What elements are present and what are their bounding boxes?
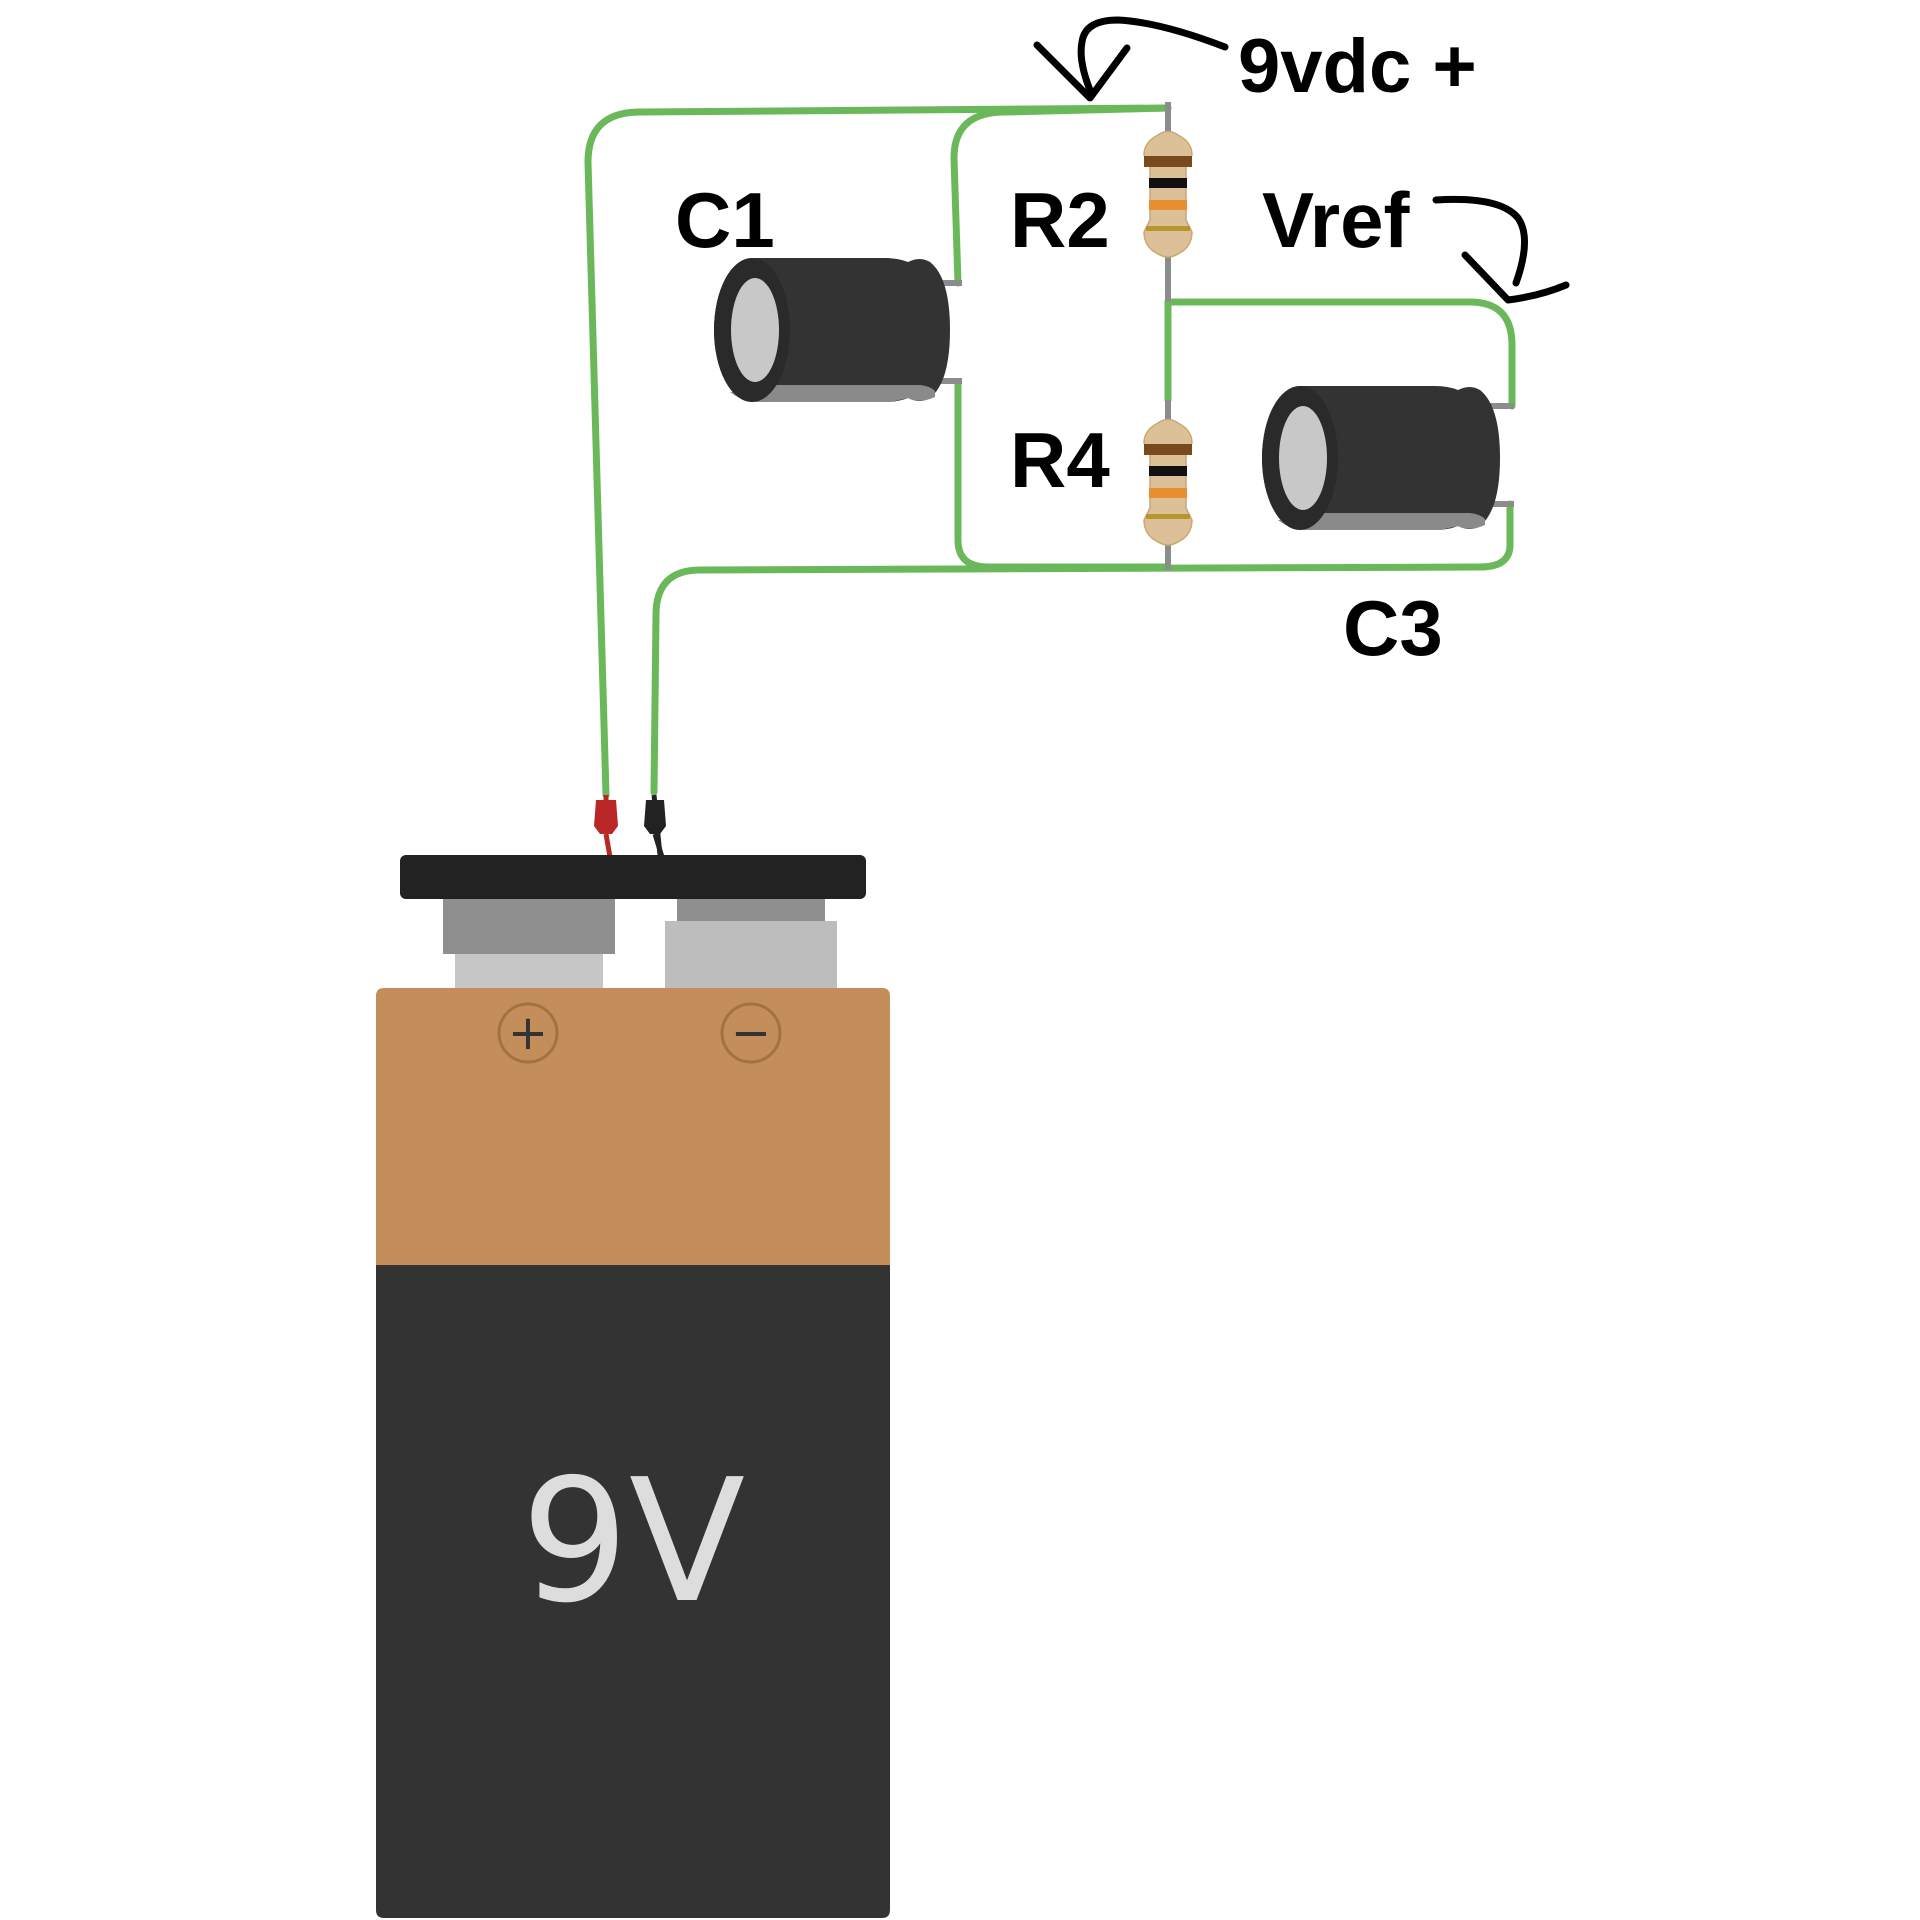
capacitor-c3 xyxy=(1262,386,1514,530)
battery-body xyxy=(376,1265,890,1918)
r2-band-2 xyxy=(1149,178,1187,188)
battery-minus-circle xyxy=(720,1002,782,1064)
c3-end-cap xyxy=(1279,406,1327,510)
label-r4: R4 xyxy=(1010,416,1110,504)
c1-stripe xyxy=(730,385,935,402)
vref-arrowhead-icon xyxy=(1461,251,1570,304)
r4-band-3 xyxy=(1149,488,1187,498)
c3-stripe xyxy=(1278,513,1485,530)
battery-lead-red-lower xyxy=(603,833,613,858)
r4-band-4 xyxy=(1146,514,1190,519)
battery-plus-circle xyxy=(497,1002,559,1064)
wire-battery-positive xyxy=(584,104,1172,799)
r4-body xyxy=(1143,418,1193,546)
capacitor-c1 xyxy=(714,258,962,402)
battery-plus-symbol: + xyxy=(508,1005,548,1061)
supply-arrow-icon xyxy=(1077,16,1229,99)
resistor-r4 xyxy=(1143,400,1193,570)
connector-black xyxy=(644,800,666,834)
label-c1: C1 xyxy=(675,176,775,264)
label-vref: Vref xyxy=(1262,176,1410,264)
r4-band-1 xyxy=(1144,444,1192,455)
wire-vref-to-c3 xyxy=(1164,298,1516,410)
wires xyxy=(584,104,1516,799)
battery-voltage-label: 9V xyxy=(521,1443,745,1641)
label-c3: C3 xyxy=(1343,584,1443,672)
r2-band-1 xyxy=(1144,156,1192,167)
label-r2: R2 xyxy=(1010,176,1110,264)
wire-ground-rail xyxy=(650,500,1514,796)
terminal-negative-base xyxy=(665,921,837,988)
label-supply: 9vdc + xyxy=(1238,24,1477,109)
resistor-r2 xyxy=(1143,102,1193,302)
r2-body xyxy=(1143,130,1193,258)
battery-snap-cap xyxy=(400,855,866,899)
supply-arrowhead-icon xyxy=(1033,41,1131,102)
wire-c1-positive xyxy=(950,104,1172,287)
c1-end-cap xyxy=(731,278,779,382)
r2-band-4 xyxy=(1146,226,1190,231)
battery-9v: + − 9V xyxy=(376,794,890,1918)
annotation-arrows xyxy=(1033,16,1570,304)
r4-band-2 xyxy=(1149,466,1187,476)
terminal-positive-top xyxy=(443,899,615,954)
battery-lead-black-lower xyxy=(652,833,665,858)
vref-arrow-icon xyxy=(1432,195,1529,287)
terminal-positive-base xyxy=(455,954,603,988)
battery-minus-symbol: − xyxy=(731,1005,771,1061)
r2-band-3 xyxy=(1149,200,1187,210)
connector-red xyxy=(594,800,618,834)
terminal-negative-top xyxy=(677,899,825,921)
component-labels: 9vdc + Vref C1 R2 R4 C3 xyxy=(675,24,1477,672)
battery-top-band xyxy=(376,988,890,1265)
